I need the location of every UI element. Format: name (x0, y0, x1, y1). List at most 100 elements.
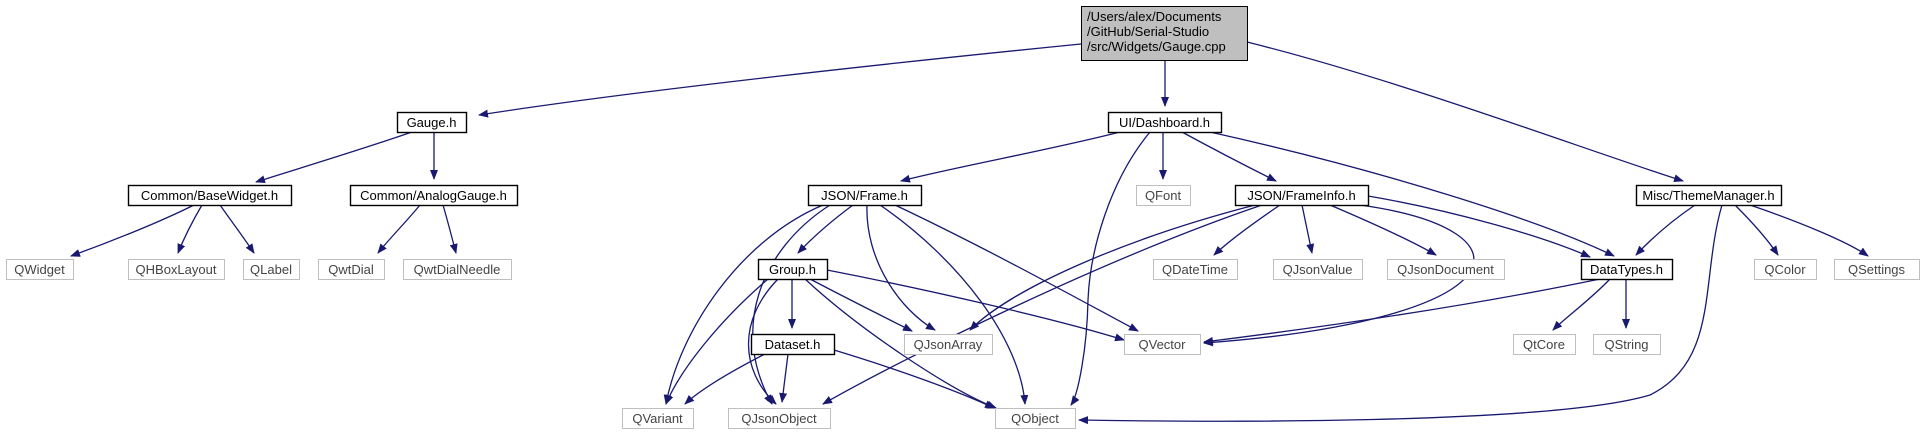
edge-analoggauge_h-to-qwtdialneedle (442, 204, 458, 254)
node-box (1754, 259, 1817, 280)
node-box (1124, 334, 1201, 355)
node-box (1513, 334, 1576, 355)
edge-thememanager_h-to-qcolor (1734, 204, 1779, 256)
edge-datatypes_h-to-qtcore (1552, 278, 1611, 331)
node-box (622, 408, 694, 429)
node-qwidget: QWidget (6, 259, 74, 280)
node-datatypes-h[interactable]: DataTypes.h (1580, 258, 1674, 281)
edge-dashboard_h-to-datatypes_h (1209, 131, 1615, 257)
node-label: /Users/alex/Documents (1087, 9, 1222, 24)
node-group-h[interactable]: Group.h (757, 258, 829, 281)
node-qvector: QVector (1124, 334, 1201, 355)
edge-dashboard_h-to-frame_h (900, 131, 1121, 183)
node-box (1107, 111, 1223, 134)
node-box (757, 258, 829, 281)
node-box (1234, 184, 1370, 207)
node-label: Common/BaseWidget.h (141, 188, 278, 203)
edge-root-to-gauge_h (478, 43, 1082, 118)
node-qjsonarray: QJsonArray (904, 334, 993, 355)
node-qcolor: QColor (1754, 259, 1817, 280)
edge-basewidget_h-to-qhboxlayout (177, 204, 203, 254)
node-root[interactable]: /Users/alex/Documents/GitHub/Serial-Stud… (1081, 6, 1248, 61)
edge-frame_h-to-qjsonarray (866, 204, 936, 331)
edge-datatypes_h-to-qvector (1203, 278, 1601, 345)
node-label: Misc/ThemeManager.h (1642, 188, 1774, 203)
node-box (1081, 6, 1248, 61)
node-box (1593, 334, 1661, 355)
node-label: QFont (1145, 188, 1182, 203)
node-analoggauge-h[interactable]: Common/AnalogGauge.h (349, 184, 519, 207)
node-label: QJsonValue (1283, 262, 1353, 277)
node-box (6, 259, 74, 280)
node-box (807, 184, 923, 207)
edge-group_h-to-qvariant (665, 278, 769, 405)
node-label: QJsonObject (741, 411, 817, 426)
node-label: JSON/Frame.h (821, 188, 908, 203)
node-box (904, 334, 993, 355)
edge-dashboard_h-to-qobject (1070, 131, 1151, 406)
edge-frameinfo_h-to-qjsonvalue (1301, 204, 1315, 254)
node-label: /src/Widgets/Gauge.cpp (1087, 39, 1226, 54)
node-dashboard-h[interactable]: UI/Dashboard.h (1107, 111, 1223, 134)
node-label: QtCore (1523, 337, 1565, 352)
node-box (318, 259, 385, 280)
node-qjsonvalue: QJsonValue (1273, 259, 1363, 280)
node-qtcore: QtCore (1513, 334, 1576, 355)
node-box (243, 259, 300, 280)
node-box (728, 408, 831, 429)
edge-group_h-to-qobject (804, 278, 997, 409)
node-qstring: QString (1593, 334, 1661, 355)
node-box (1580, 258, 1674, 281)
node-box (396, 111, 468, 134)
node-label: /GitHub/Serial-Studio (1087, 24, 1209, 39)
edge-thememanager_h-to-qsettings (1749, 204, 1869, 257)
node-label: Gauge.h (407, 115, 457, 130)
edge-group_h-to-qjsonobject (748, 278, 779, 405)
edge-dashboard_h-to-frameinfo_h (1181, 131, 1277, 182)
node-gauge-h[interactable]: Gauge.h (396, 111, 468, 134)
edge-basewidget_h-to-qlabel (219, 204, 255, 254)
node-label: QWidget (14, 262, 65, 277)
node-frameinfo-h[interactable]: JSON/FrameInfo.h (1234, 184, 1370, 207)
node-box (1273, 259, 1363, 280)
edge-dataset_h-to-qobject (833, 349, 995, 409)
edge-thememanager_h-to-qobject (1078, 204, 1723, 425)
node-qwtdialneedle: QwtDialNeedle (403, 259, 512, 280)
node-thememanager-h[interactable]: Misc/ThemeManager.h (1635, 184, 1783, 207)
node-box (1153, 259, 1238, 280)
node-qwtdial: QwtDial (318, 259, 385, 280)
node-label: QLabel (250, 262, 292, 277)
node-box (1136, 185, 1191, 206)
node-qjsonobject: QJsonObject (728, 408, 831, 429)
node-label: UI/Dashboard.h (1119, 115, 1210, 130)
edge-root-to-thememanager_h (1246, 41, 1684, 183)
edge-frame_h-to-group_h (797, 204, 854, 254)
node-qlabel: QLabel (243, 259, 300, 280)
node-frame-h[interactable]: JSON/Frame.h (807, 184, 923, 207)
edge-frameinfo_h-to-qdatetime (1213, 204, 1281, 256)
node-label: QDateTime (1162, 262, 1228, 277)
node-box (995, 408, 1076, 429)
node-label: QSettings (1848, 262, 1906, 277)
node-label: QwtDial (328, 262, 374, 277)
node-label: QString (1604, 337, 1648, 352)
node-label: QJsonDocument (1397, 262, 1494, 277)
node-label: Group.h (769, 262, 816, 277)
edge-frameinfo_h-to-qjsondocument (1329, 204, 1437, 256)
node-box (750, 333, 836, 356)
node-box (1635, 184, 1783, 207)
edge-group_h-to-qvector (826, 269, 1125, 342)
edge-thememanager_h-to-datatypes_h (1635, 204, 1696, 256)
node-label: DataTypes.h (1590, 262, 1663, 277)
node-box (403, 259, 512, 280)
node-label: QwtDialNeedle (414, 262, 501, 277)
node-dataset-h[interactable]: Dataset.h (750, 333, 836, 356)
node-qobject: QObject (995, 408, 1076, 429)
edge-dataset_h-to-qjsonobject (779, 353, 789, 403)
node-box (127, 184, 293, 207)
node-qdatetime: QDateTime (1153, 259, 1238, 280)
node-qfont: QFont (1136, 185, 1191, 206)
edge-frameinfo_h-to-qjsonarray (969, 204, 1256, 331)
node-box (128, 259, 225, 280)
node-basewidget-h[interactable]: Common/BaseWidget.h (127, 184, 293, 207)
